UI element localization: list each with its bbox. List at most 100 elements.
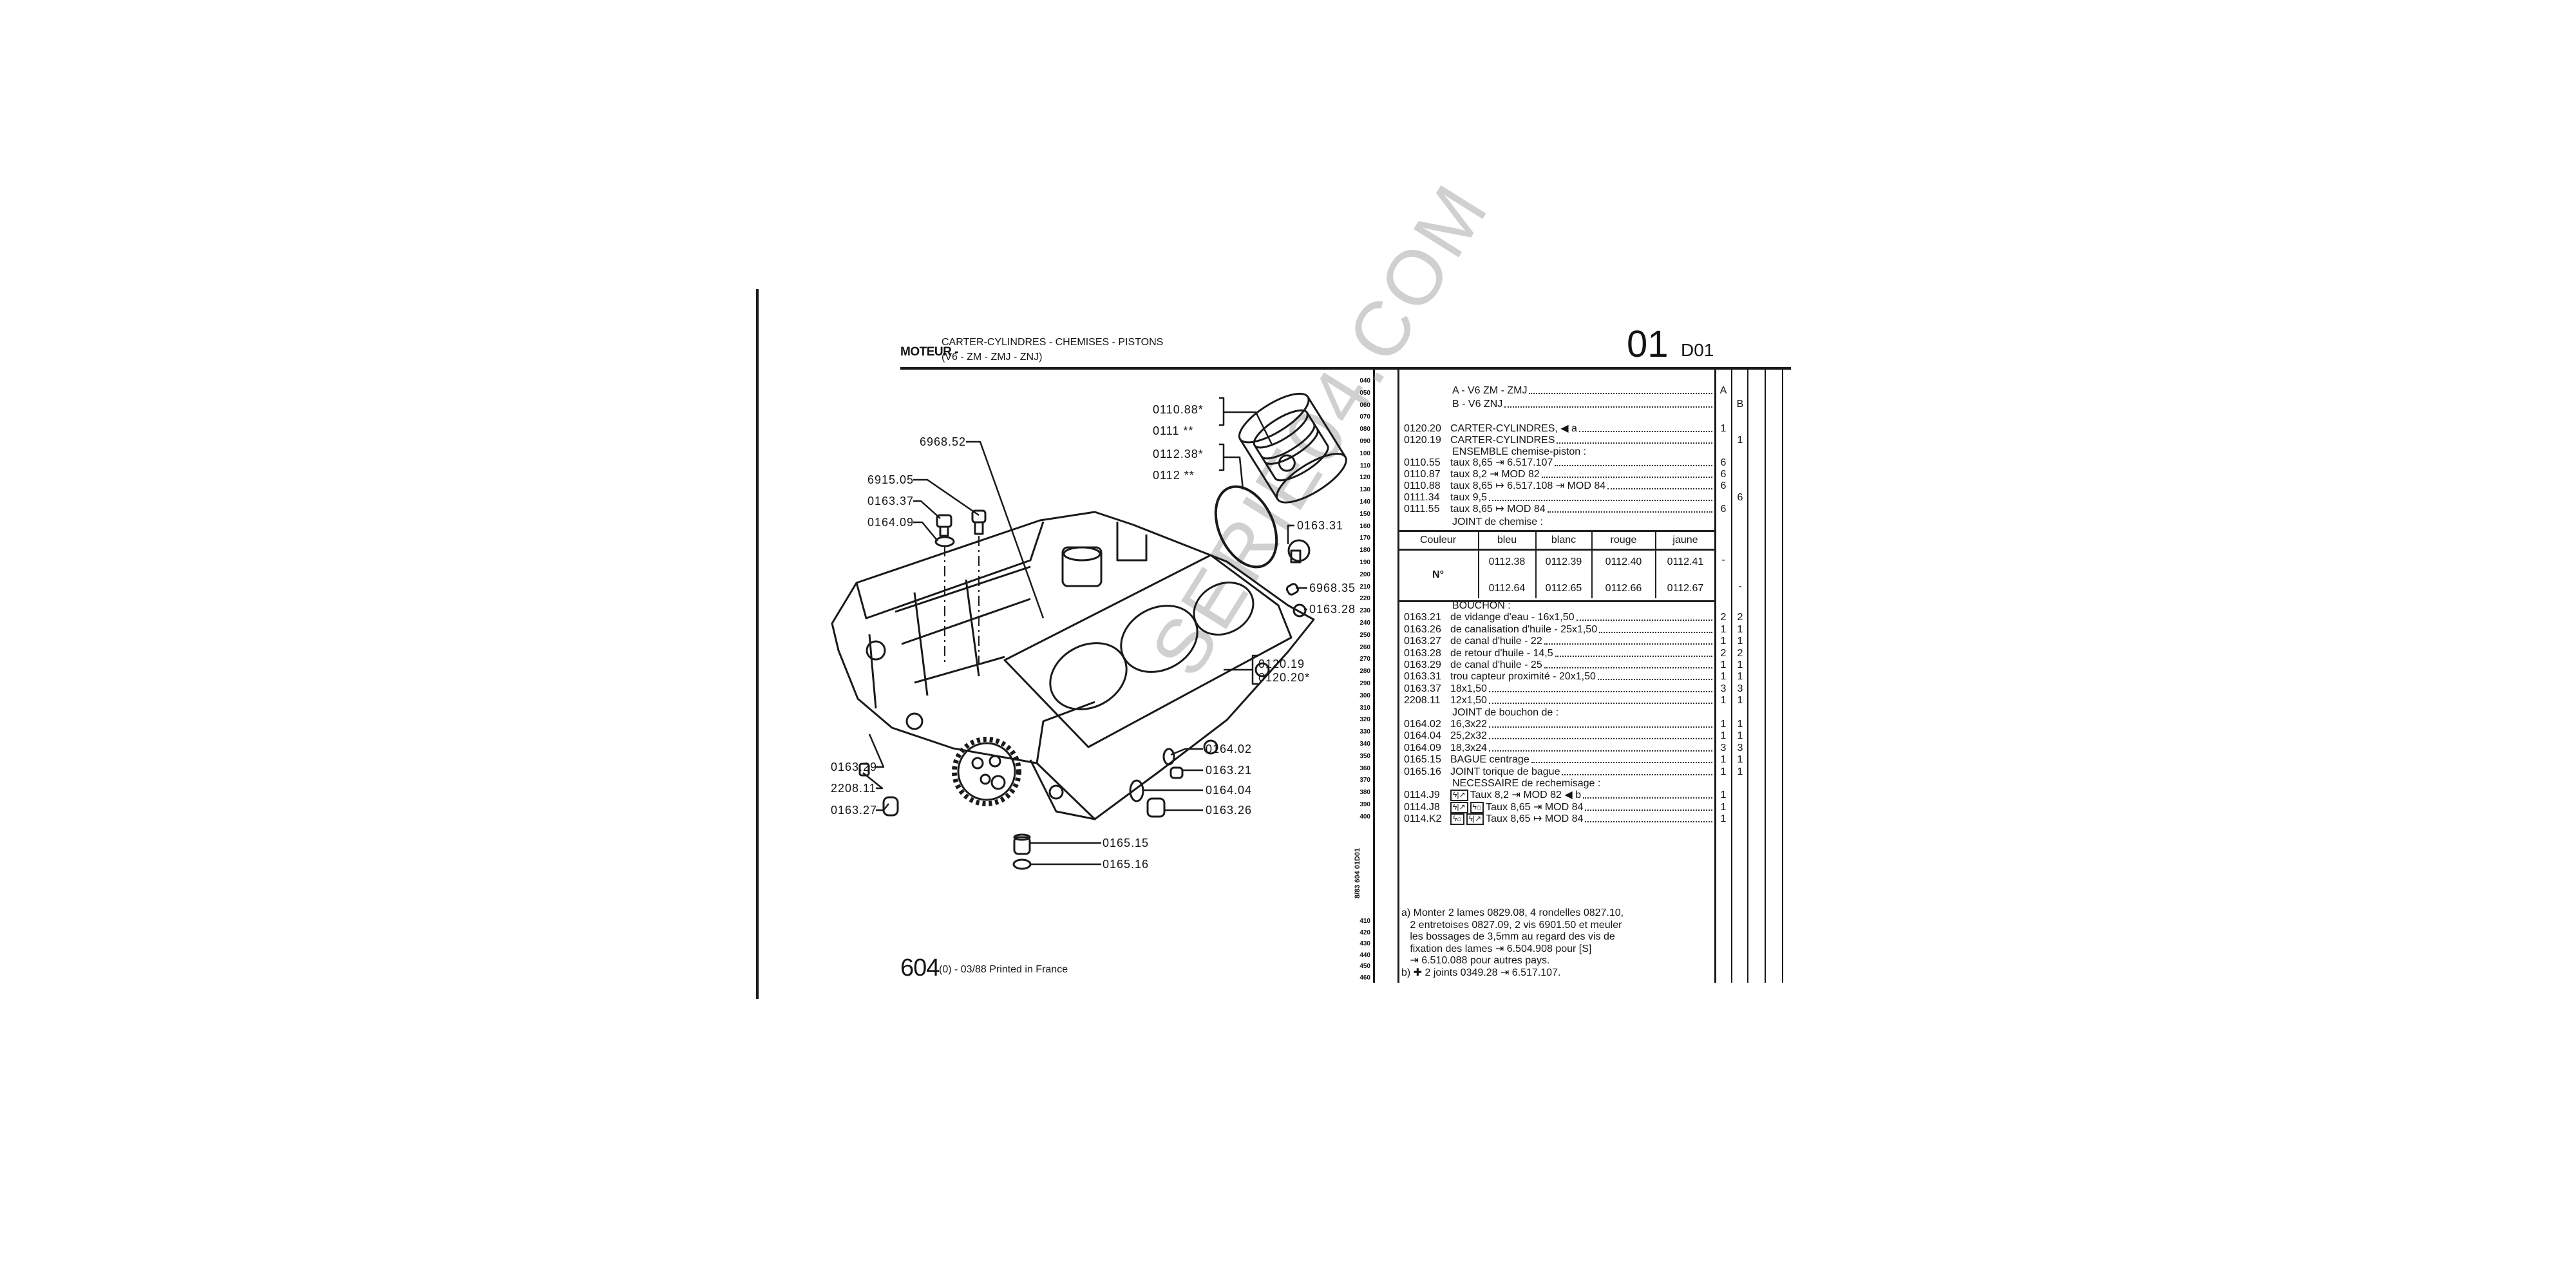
dot-leader	[1488, 730, 1712, 740]
part-reference: 0164.09	[1404, 742, 1441, 753]
scale-number: 400	[1359, 813, 1370, 820]
qty-col-line-1	[1714, 370, 1716, 983]
qty-a: 1	[1720, 623, 1727, 635]
dot-leader	[1541, 469, 1712, 478]
scale-number: 170	[1359, 535, 1370, 542]
scale-number: 090	[1359, 438, 1370, 445]
qty-a: A	[1719, 385, 1727, 396]
footnote-line: les bossages de 3,5mm au regard des vis …	[1401, 931, 1615, 943]
part-row: 0120.19 CARTER-CYLINDRES	[1404, 435, 1714, 446]
qty-a: -	[1721, 554, 1725, 565]
qty-b: 1	[1737, 766, 1743, 777]
scale-number: 040	[1359, 377, 1370, 384]
footer-print-info: (0) - 03/88 Printed in France	[939, 964, 1068, 975]
part-description: 18x1,50	[1450, 683, 1714, 695]
part-reference: 0120.19	[1404, 435, 1441, 446]
part-description: taux 8,65 ↦ MOD 84	[1450, 504, 1714, 515]
dot-leader	[1488, 743, 1712, 752]
callout-label: 6968.52	[920, 435, 967, 448]
qty-b: 1	[1737, 671, 1743, 683]
variant-label: A - V6 ZM - ZMJ	[1452, 385, 1528, 396]
part-description: ϟ|↗Taux 8,2 ⇥ MOD 82 ◀ b	[1450, 790, 1714, 802]
header-rule	[900, 367, 1791, 370]
part-description-text: de canal d'huile - 22	[1450, 636, 1542, 647]
table-cell: 0112.64	[1488, 583, 1526, 594]
scale-number: 440	[1359, 951, 1370, 959]
qty-a: 1	[1720, 671, 1727, 683]
scale-number: 430	[1359, 940, 1370, 947]
part-reference: 0163.27	[1404, 636, 1441, 647]
scale-number: 070	[1359, 413, 1370, 421]
scale-number: 150	[1359, 510, 1370, 518]
dot-leader	[1557, 435, 1712, 444]
part-description-text: taux 8,65 ↦ MOD 84	[1450, 504, 1546, 515]
qty-a: 1	[1720, 423, 1727, 434]
variant-row: B - V6 ZNJ	[1452, 399, 1714, 410]
part-reference: 0111.34	[1404, 492, 1440, 503]
dot-leader	[1576, 612, 1712, 621]
qty-a: 2	[1720, 647, 1727, 659]
scale-number: 450	[1359, 963, 1370, 970]
liner-seal-ring-drawing	[1214, 485, 1278, 569]
part-description: de canalisation d'huile - 25x1,50	[1450, 624, 1714, 636]
scale-number: 320	[1359, 716, 1370, 724]
scale-vertical-code: 8/83 604 01D01	[1354, 848, 1361, 899]
part-description-text: JOINT torique de bague	[1450, 766, 1560, 777]
dot-leader	[1555, 457, 1712, 466]
part-description-text: 18,3x24	[1450, 742, 1487, 753]
scale-number: 260	[1359, 643, 1370, 651]
scale-number: 220	[1359, 595, 1370, 603]
qty-a: 1	[1720, 766, 1727, 777]
qty-a: 1	[1720, 754, 1727, 766]
rechemisage-pictogram-icon: ϟ⌂	[1470, 801, 1484, 813]
callout-label: 0163.26	[1206, 804, 1253, 817]
part-description: taux 8,2 ⇥ MOD 82	[1450, 469, 1714, 480]
qty-b: 1	[1737, 659, 1743, 670]
part-description-text: taux 8,2 ⇥ MOD 82	[1450, 469, 1540, 480]
scale-divider	[1373, 370, 1375, 983]
part-description-text: 25,2x32	[1450, 730, 1487, 742]
scale-number: 380	[1359, 789, 1370, 797]
part-reference: 0163.21	[1404, 612, 1441, 623]
dot-leader	[1585, 802, 1712, 811]
scale-number: 340	[1359, 741, 1370, 748]
part-description-text: taux 8,65 ⇥ 6.517.107	[1450, 457, 1553, 468]
part-description-text: CARTER-CYLINDRES	[1450, 435, 1555, 446]
part-reference: 0120.20	[1404, 423, 1441, 434]
section-heading: JOINT de chemise :	[1452, 516, 1544, 527]
part-row: 0111.34 taux 9,5	[1404, 492, 1714, 504]
scale-number: 310	[1359, 704, 1370, 712]
engine-variants: (V6 - ZM - ZMJ - ZNJ)	[942, 352, 1043, 363]
dot-leader	[1607, 480, 1712, 489]
callout-label: 0164.09	[867, 516, 914, 529]
callout-label: 2208.11	[831, 782, 876, 795]
scale-number: 300	[1359, 692, 1370, 699]
scale-number: 160	[1359, 522, 1370, 530]
qty-col-line-5	[1782, 370, 1783, 983]
part-description: taux 9,5	[1450, 492, 1714, 504]
qty-b: 2	[1737, 647, 1743, 659]
qty-col-line-2	[1731, 370, 1732, 983]
part-description: de canal d'huile - 25	[1450, 659, 1714, 671]
scale-number: 290	[1359, 680, 1370, 687]
part-row: 0110.55 taux 8,65 ⇥ 6.517.107	[1404, 457, 1714, 469]
section-heading: ENSEMBLE chemise-piston :	[1452, 446, 1587, 457]
callout-label: 0165.15	[1103, 837, 1150, 849]
qty-b: 2	[1737, 612, 1743, 623]
part-reference: 0110.55	[1404, 457, 1441, 468]
part-description: BAGUE centrage	[1450, 754, 1714, 766]
qty-b: 1	[1737, 754, 1743, 766]
part-row: 0164.09 18,3x24	[1404, 743, 1714, 754]
part-description-text: de canalisation d'huile - 25x1,50	[1450, 623, 1598, 635]
table-header-bleu: bleu	[1497, 535, 1517, 545]
qty-b: -	[1738, 581, 1742, 592]
callout-label: 0110.88*	[1153, 403, 1204, 416]
qty-a: 1	[1720, 636, 1727, 647]
part-description-text: de canal d'huile - 25	[1450, 659, 1542, 670]
